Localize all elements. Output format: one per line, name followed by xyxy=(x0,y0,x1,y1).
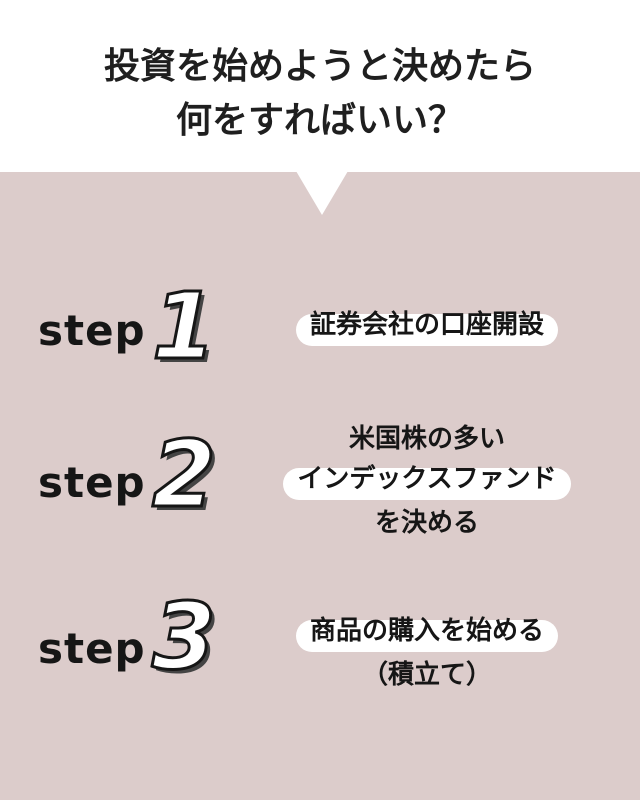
step-2: step 2 2 米国株の多い インデックスファンド を決める xyxy=(0,424,640,548)
number-shadow: 2 xyxy=(156,428,218,524)
number-glyph: 1 xyxy=(152,280,216,376)
number-glyph: 3 xyxy=(152,590,216,686)
step-3: step 3 3 商品の購入を始める （積立て） xyxy=(0,590,640,710)
step-1-label: 証券会社の口座開設 xyxy=(252,306,602,348)
step-2-line-1: 米国株の多い xyxy=(348,424,505,454)
step-3-line-1: 商品の購入を始める xyxy=(309,616,544,646)
page-title: 投資を始めようと決めたら 何をすればいい？ xyxy=(0,40,640,148)
step-3-line-2: （積立て） xyxy=(361,660,492,690)
step-3-label: 商品の購入を始める （積立て） xyxy=(252,612,602,696)
speech-pointer xyxy=(296,171,348,215)
step-1: step 1 1 証券会社の口座開設 xyxy=(0,280,640,400)
step-word: step xyxy=(38,306,146,355)
step-number-1: 1 1 xyxy=(150,280,218,376)
number-shadow: 3 xyxy=(156,590,218,686)
title-line-2: 何をすればいい？ xyxy=(175,100,464,141)
step-2-line-3: を決める xyxy=(374,508,479,538)
step-word: step xyxy=(38,624,146,673)
step-number-2: 2 2 xyxy=(150,428,218,524)
title-line-1: 投資を始めようと決めたら xyxy=(103,46,536,87)
header-panel xyxy=(0,0,640,172)
number-glyph: 2 xyxy=(152,428,216,524)
number-shadow: 1 xyxy=(156,280,218,376)
step-word: step xyxy=(38,458,146,507)
step-number-3: 3 3 xyxy=(150,590,218,686)
step-2-label: 米国株の多い インデックスファンド を決める xyxy=(252,418,602,544)
step-1-line-1: 証券会社の口座開設 xyxy=(309,310,544,340)
step-2-line-2: インデックスファンド xyxy=(297,464,557,494)
